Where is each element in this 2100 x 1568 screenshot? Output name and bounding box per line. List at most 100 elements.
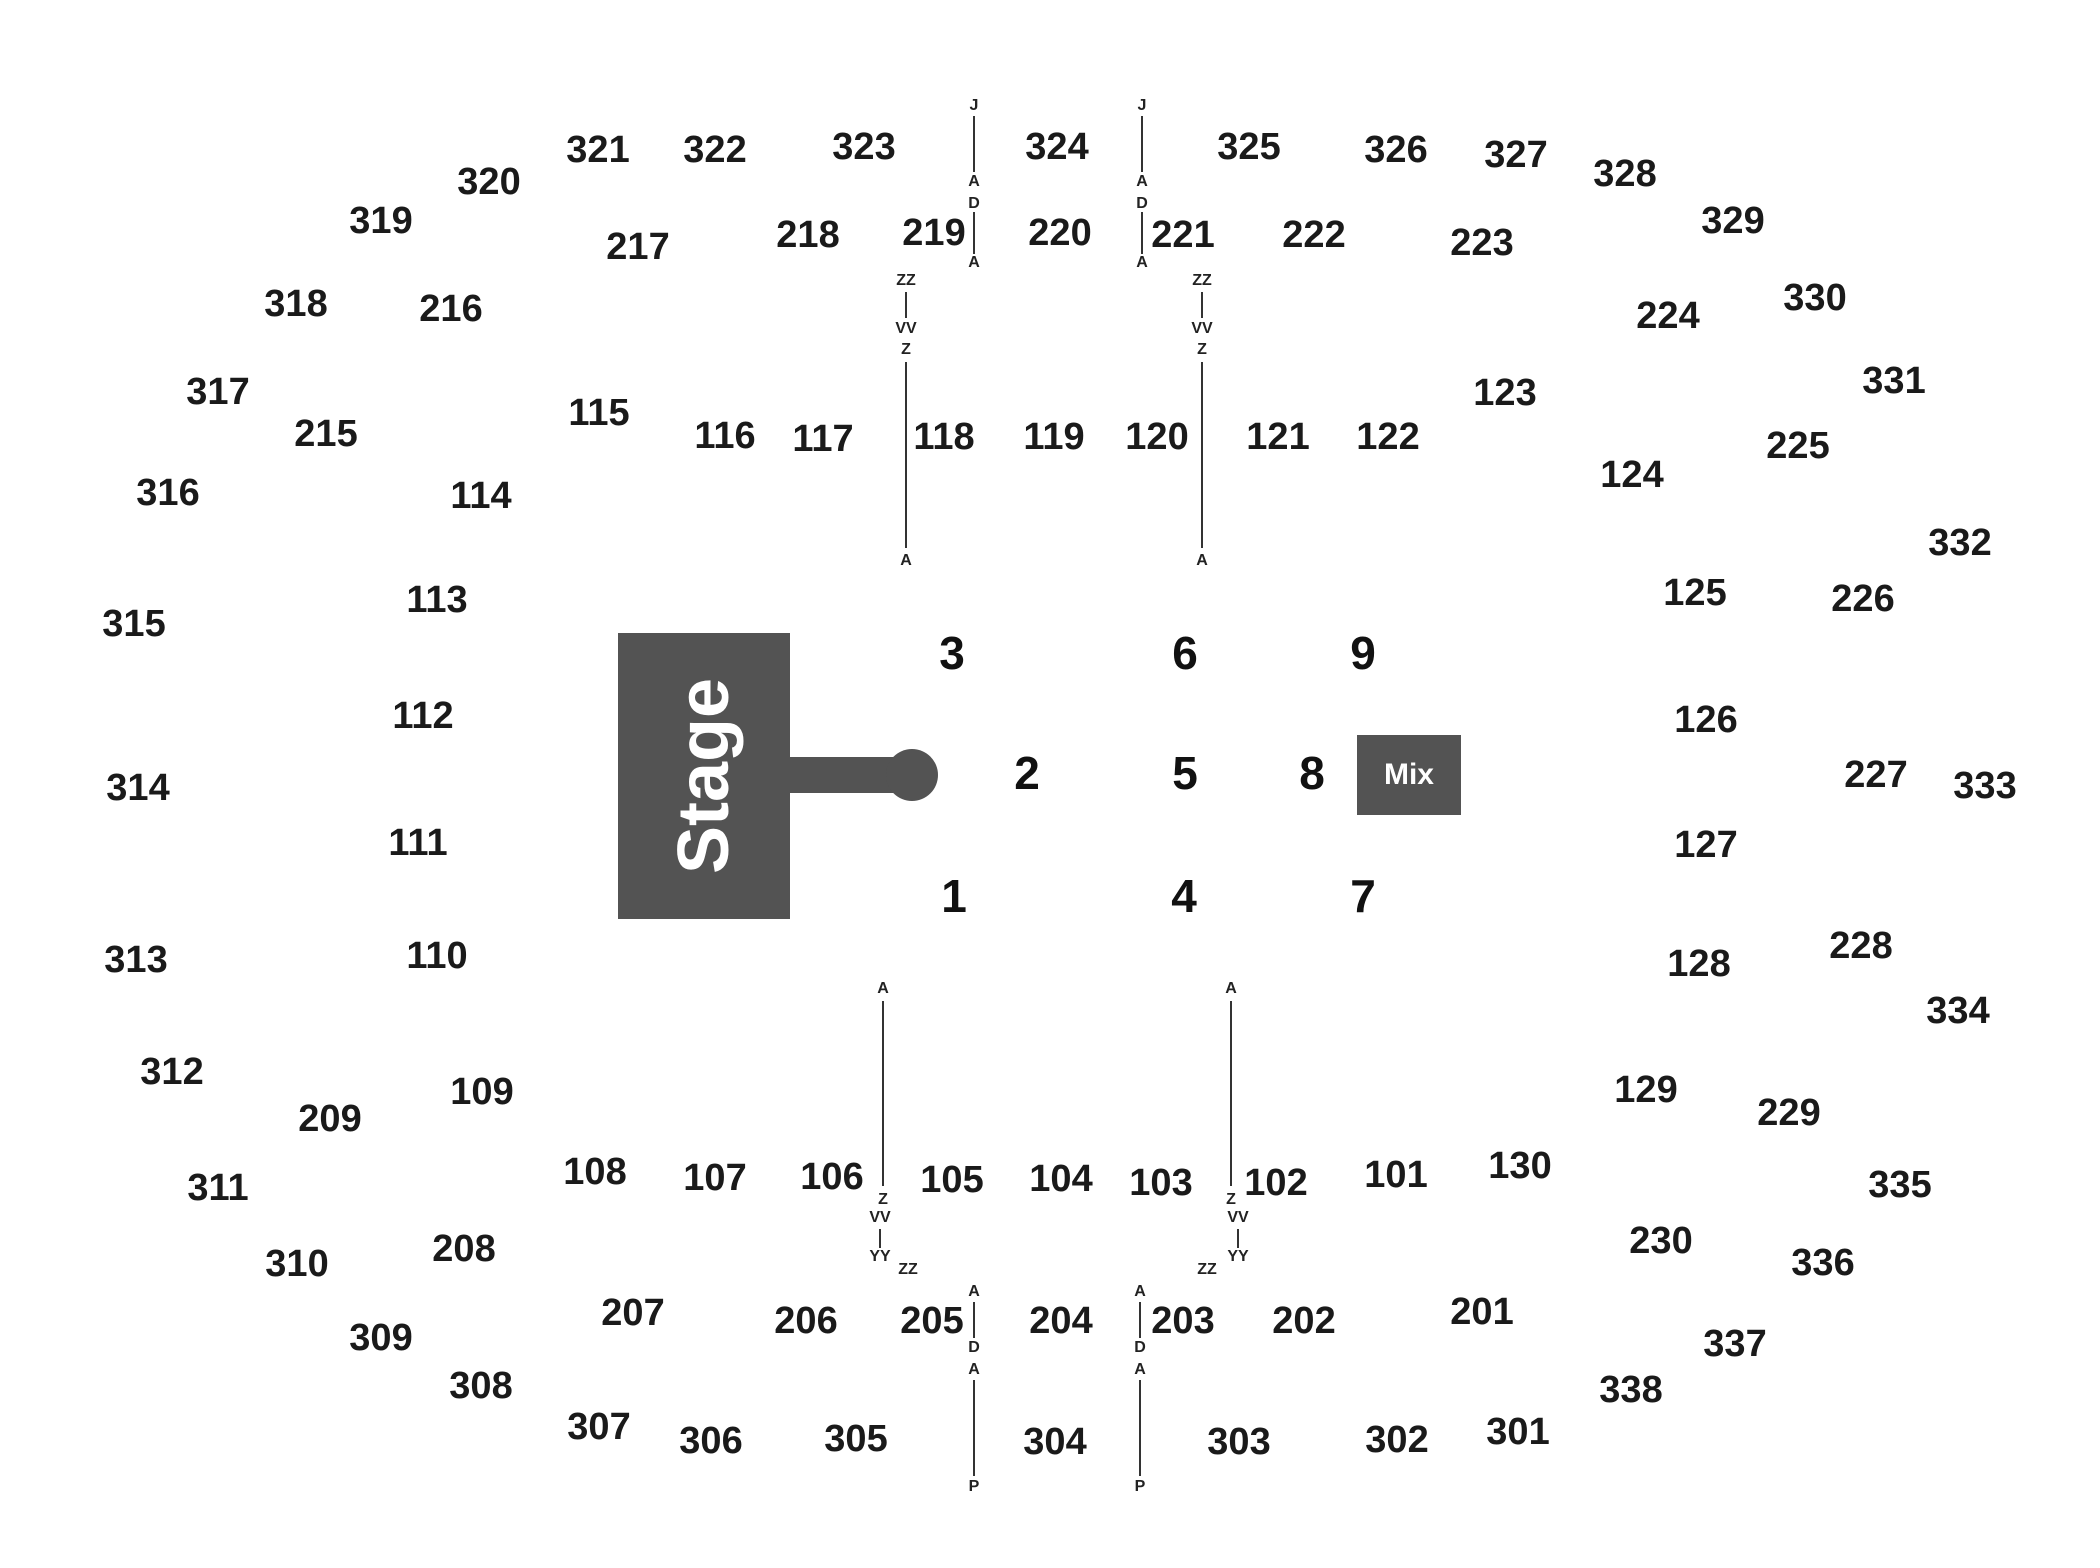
upper-section-325[interactable]: 325: [1217, 126, 1281, 168]
lower-section-109[interactable]: 109: [450, 1071, 514, 1113]
upper-section-329[interactable]: 329: [1701, 200, 1765, 242]
club-section-218[interactable]: 218: [776, 214, 840, 256]
upper-section-334[interactable]: 334: [1926, 990, 1990, 1032]
club-section-202[interactable]: 202: [1272, 1300, 1336, 1342]
upper-section-303[interactable]: 303: [1207, 1421, 1271, 1463]
club-section-217[interactable]: 217: [606, 226, 670, 268]
upper-section-308[interactable]: 308: [449, 1365, 513, 1407]
club-section-228[interactable]: 228: [1829, 925, 1893, 967]
club-section-219[interactable]: 219: [902, 212, 966, 254]
lower-section-127[interactable]: 127: [1674, 824, 1738, 866]
upper-section-336[interactable]: 336: [1791, 1242, 1855, 1284]
upper-section-337[interactable]: 337: [1703, 1323, 1767, 1365]
lower-section-120[interactable]: 120: [1125, 416, 1189, 458]
lower-section-117[interactable]: 117: [792, 418, 854, 460]
upper-section-317[interactable]: 317: [186, 371, 250, 413]
lower-section-114[interactable]: 114: [450, 475, 512, 517]
lower-section-123[interactable]: 123: [1473, 372, 1537, 414]
lower-section-103[interactable]: 103: [1129, 1162, 1193, 1204]
lower-section-110[interactable]: 110: [406, 935, 468, 977]
club-section-220[interactable]: 220: [1028, 212, 1092, 254]
floor-section-2[interactable]: 2: [1014, 747, 1040, 799]
club-section-204[interactable]: 204: [1029, 1300, 1093, 1342]
upper-section-324[interactable]: 324: [1025, 126, 1089, 168]
floor-section-8[interactable]: 8: [1299, 747, 1325, 799]
lower-section-128[interactable]: 128: [1667, 943, 1731, 985]
lower-section-126[interactable]: 126: [1674, 699, 1738, 741]
club-section-225[interactable]: 225: [1766, 425, 1830, 467]
upper-section-323[interactable]: 323: [832, 126, 896, 168]
club-section-221[interactable]: 221: [1151, 214, 1215, 256]
lower-section-130[interactable]: 130: [1488, 1145, 1552, 1187]
lower-section-121[interactable]: 121: [1246, 416, 1310, 458]
upper-section-316[interactable]: 316: [136, 472, 200, 514]
upper-section-327[interactable]: 327: [1484, 134, 1548, 176]
upper-section-333[interactable]: 333: [1953, 765, 2017, 807]
club-section-206[interactable]: 206: [774, 1300, 838, 1342]
upper-section-306[interactable]: 306: [679, 1420, 743, 1462]
club-section-216[interactable]: 216: [419, 288, 483, 330]
upper-section-321[interactable]: 321: [566, 129, 630, 171]
upper-section-305[interactable]: 305: [824, 1418, 888, 1460]
lower-section-111[interactable]: 111: [388, 822, 448, 864]
lower-section-105[interactable]: 105: [920, 1159, 984, 1201]
club-section-205[interactable]: 205: [900, 1300, 964, 1342]
upper-section-335[interactable]: 335: [1868, 1164, 1932, 1206]
upper-section-301[interactable]: 301: [1486, 1411, 1550, 1453]
club-section-227[interactable]: 227: [1844, 754, 1908, 796]
lower-section-124[interactable]: 124: [1600, 454, 1664, 496]
upper-section-315[interactable]: 315: [102, 603, 166, 645]
upper-section-314[interactable]: 314: [106, 767, 170, 809]
upper-section-312[interactable]: 312: [140, 1051, 204, 1093]
lower-section-113[interactable]: 113: [406, 579, 468, 621]
upper-section-320[interactable]: 320: [457, 161, 521, 203]
lower-section-104[interactable]: 104: [1029, 1158, 1093, 1200]
upper-section-318[interactable]: 318: [264, 283, 328, 325]
club-section-203[interactable]: 203: [1151, 1300, 1215, 1342]
floor-section-6[interactable]: 6: [1172, 627, 1198, 679]
floor-section-1[interactable]: 1: [941, 870, 967, 922]
lower-section-115[interactable]: 115: [568, 392, 630, 434]
upper-section-331[interactable]: 331: [1862, 360, 1926, 402]
upper-section-309[interactable]: 309: [349, 1317, 413, 1359]
floor-section-3[interactable]: 3: [939, 627, 965, 679]
floor-section-5[interactable]: 5: [1172, 747, 1198, 799]
lower-section-108[interactable]: 108: [563, 1151, 627, 1193]
lower-section-129[interactable]: 129: [1614, 1069, 1678, 1111]
upper-section-313[interactable]: 313: [104, 939, 168, 981]
upper-section-311[interactable]: 311: [187, 1167, 249, 1209]
lower-section-101[interactable]: 101: [1364, 1154, 1428, 1196]
floor-section-9[interactable]: 9: [1350, 627, 1376, 679]
club-section-224[interactable]: 224: [1636, 295, 1700, 337]
lower-section-106[interactable]: 106: [800, 1156, 864, 1198]
upper-section-326[interactable]: 326: [1364, 129, 1428, 171]
club-section-230[interactable]: 230: [1629, 1220, 1693, 1262]
lower-section-107[interactable]: 107: [683, 1157, 747, 1199]
lower-section-102[interactable]: 102: [1244, 1162, 1308, 1204]
upper-section-310[interactable]: 310: [265, 1243, 329, 1285]
lower-section-122[interactable]: 122: [1356, 416, 1420, 458]
lower-section-116[interactable]: 116: [694, 415, 756, 457]
upper-section-332[interactable]: 332: [1928, 522, 1992, 564]
lower-section-125[interactable]: 125: [1663, 572, 1727, 614]
upper-section-307[interactable]: 307: [567, 1406, 631, 1448]
upper-section-338[interactable]: 338: [1599, 1369, 1663, 1411]
club-section-209[interactable]: 209: [298, 1098, 362, 1140]
club-section-226[interactable]: 226: [1831, 578, 1895, 620]
upper-section-328[interactable]: 328: [1593, 153, 1657, 195]
upper-section-302[interactable]: 302: [1365, 1419, 1429, 1461]
upper-section-319[interactable]: 319: [349, 200, 413, 242]
upper-section-322[interactable]: 322: [683, 129, 747, 171]
club-section-222[interactable]: 222: [1282, 214, 1346, 256]
lower-section-119[interactable]: 119: [1023, 416, 1085, 458]
upper-section-330[interactable]: 330: [1783, 277, 1847, 319]
club-section-208[interactable]: 208: [432, 1228, 496, 1270]
lower-section-112[interactable]: 112: [392, 695, 454, 737]
floor-section-7[interactable]: 7: [1350, 870, 1376, 922]
lower-section-118[interactable]: 118: [913, 416, 975, 458]
club-section-207[interactable]: 207: [601, 1292, 665, 1334]
floor-section-4[interactable]: 4: [1171, 870, 1197, 922]
club-section-201[interactable]: 201: [1450, 1291, 1514, 1333]
club-section-229[interactable]: 229: [1757, 1092, 1821, 1134]
upper-section-304[interactable]: 304: [1023, 1421, 1087, 1463]
